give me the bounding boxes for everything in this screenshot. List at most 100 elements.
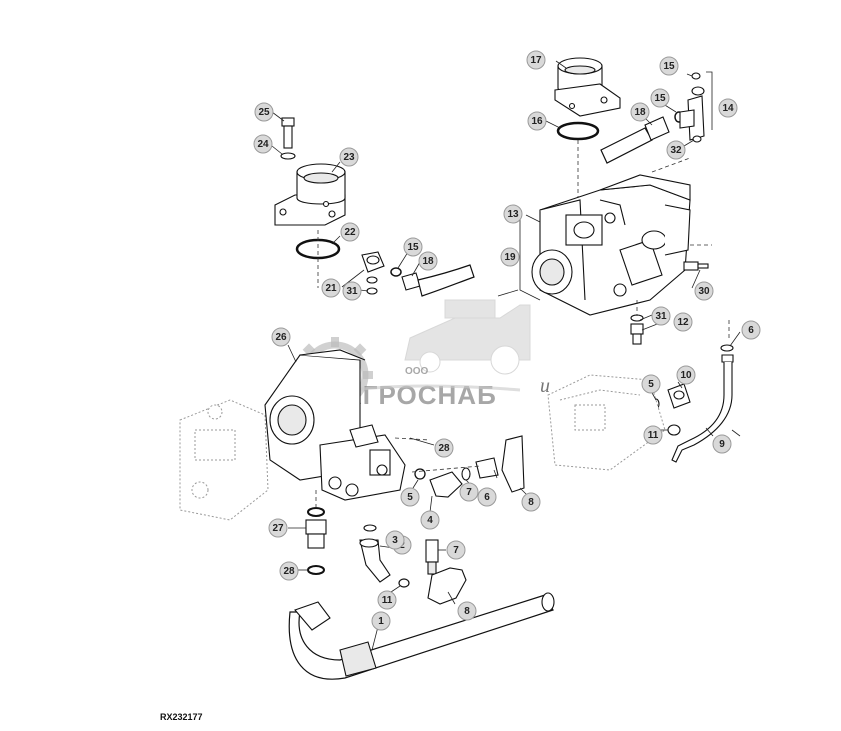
callout-layer: 1234556677889101111121314151515161718181… — [253, 50, 761, 631]
callout-number: 31 — [346, 286, 358, 297]
callout-number: 13 — [507, 209, 519, 220]
callout-25: 25 — [254, 102, 274, 122]
hose-fitting-part — [600, 116, 670, 164]
elbow-fitting-part — [359, 524, 410, 588]
callout-number: 9 — [719, 439, 725, 450]
callout-number: 11 — [648, 430, 659, 441]
callout-8: 8 — [521, 492, 541, 512]
callout-number: 16 — [531, 116, 543, 127]
callout-26: 26 — [271, 327, 291, 347]
callout-17: 17 — [526, 50, 546, 70]
bolt-part — [683, 261, 709, 271]
callout-22: 22 — [340, 222, 360, 242]
hydraulic-pump-part — [497, 157, 712, 316]
callout-28: 28 — [434, 438, 454, 458]
callout-number: 4 — [427, 515, 433, 526]
callout-number: 8 — [464, 606, 470, 617]
callout-15: 15 — [659, 56, 679, 76]
callout-number: 15 — [654, 93, 666, 104]
callout-number: 22 — [344, 227, 356, 238]
callout-14: 14 — [718, 98, 738, 118]
callout-16: 16 — [527, 111, 547, 131]
cover-flange-part — [554, 57, 621, 117]
callout-11: 11 — [643, 425, 663, 445]
callout-7: 7 — [446, 540, 466, 560]
watermark-brand: АГРОСНАБ — [343, 380, 497, 410]
callout-10: 10 — [676, 365, 696, 385]
callout-8: 8 — [457, 601, 477, 621]
watermark-suffix: u — [540, 375, 550, 397]
callout-number: 18 — [634, 107, 646, 118]
hose-fitting-part — [501, 435, 525, 493]
callout-7: 7 — [459, 482, 479, 502]
watermark-prefix: ООО — [405, 366, 429, 377]
elbow-fitting-part — [361, 251, 385, 284]
callout-6: 6 — [741, 320, 761, 340]
callout-9: 9 — [712, 434, 732, 454]
valve-housing-part — [264, 349, 431, 501]
tee-fitting-part — [679, 72, 705, 143]
callout-number: 3 — [392, 535, 398, 546]
figure-code-label: RX232177 — [160, 712, 203, 722]
callout-15: 15 — [650, 88, 670, 108]
callout-number: 32 — [670, 145, 682, 156]
seal-washer-part — [366, 287, 378, 295]
callout-number: 14 — [722, 103, 734, 114]
callout-27: 27 — [268, 518, 288, 538]
callout-number: 7 — [466, 487, 472, 498]
callout-number: 17 — [530, 55, 542, 66]
o-ring-part — [307, 565, 325, 575]
callout-4: 4 — [420, 510, 440, 530]
callout-number: 5 — [648, 379, 654, 390]
callout-number: 28 — [283, 566, 295, 577]
callout-number: 21 — [325, 283, 337, 294]
callout-number: 15 — [663, 61, 675, 72]
callout-number: 5 — [407, 492, 413, 503]
union-fitting-part — [305, 490, 327, 575]
callout-number: 25 — [258, 107, 270, 118]
washer-part — [280, 152, 296, 160]
adapter-fitting-part — [425, 539, 467, 605]
callout-number: 26 — [275, 332, 287, 343]
o-ring-part — [307, 507, 325, 517]
callout-31: 31 — [651, 306, 671, 326]
callout-1: 1 — [371, 611, 391, 631]
upper-right-cover-group — [554, 57, 713, 205]
callout-15: 15 — [403, 237, 423, 257]
steel-pipe-part — [671, 362, 733, 463]
callout-number: 10 — [680, 370, 692, 381]
upper-left-flange-group — [274, 117, 475, 297]
adapter-fitting-part — [630, 300, 644, 345]
callout-18: 18 — [418, 251, 438, 271]
callout-23: 23 — [339, 147, 359, 167]
callout-number: 8 — [528, 497, 534, 508]
callout-number: 15 — [407, 242, 419, 253]
callout-6: 6 — [477, 487, 497, 507]
callout-number: 24 — [257, 139, 269, 150]
callout-number: 11 — [382, 595, 393, 606]
callout-number: 12 — [677, 317, 689, 328]
callout-number: 31 — [655, 311, 667, 322]
main-hose-part — [288, 592, 555, 680]
hose-fitting-part — [427, 567, 467, 605]
callout-number: 19 — [504, 252, 516, 263]
middle-fitting-group — [411, 435, 525, 498]
callout-number: 23 — [343, 152, 355, 163]
callout-30: 30 — [694, 281, 714, 301]
callout-21: 21 — [321, 278, 341, 298]
callout-number: 6 — [748, 325, 754, 336]
o-ring-part — [556, 121, 600, 141]
hose-fitting-part — [401, 264, 475, 297]
callout-number: 28 — [438, 443, 450, 454]
callout-11: 11 — [377, 590, 397, 610]
callout-18: 18 — [630, 102, 650, 122]
o-ring-small-part — [720, 344, 734, 352]
o-ring-small-part — [390, 267, 402, 277]
callout-number: 7 — [453, 545, 459, 556]
flange-housing-part — [274, 163, 346, 226]
callout-19: 19 — [500, 247, 520, 267]
right-pipe-group — [652, 320, 734, 463]
callout-number: 18 — [422, 256, 434, 267]
ghost-pump-left — [179, 399, 269, 521]
